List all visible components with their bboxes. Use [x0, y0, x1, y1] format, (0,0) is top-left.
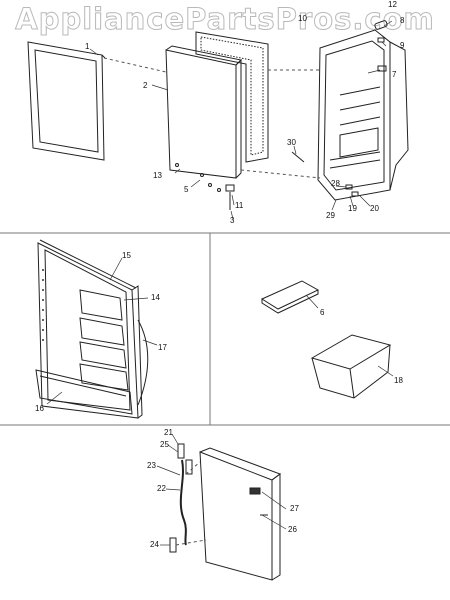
- door-gasket-part: [195, 31, 269, 163]
- leader-lines-middle-left: [46, 257, 158, 405]
- callouts-top: 1 2 13 5 11 3 10 12 8 9 7 30 28 29 19 20: [85, 0, 405, 225]
- callout-6: 6: [320, 308, 325, 317]
- callout-14: 14: [151, 293, 160, 302]
- callout-8: 8: [400, 16, 405, 25]
- callout-13: 13: [153, 171, 162, 180]
- callouts-middle-left: 15 14 17 16: [35, 251, 167, 413]
- callout-1: 1: [85, 42, 90, 51]
- callout-21: 21: [164, 428, 173, 437]
- leader-lines-top: [89, 20, 393, 220]
- callout-15: 15: [122, 251, 131, 260]
- crisper-bin-part: [310, 334, 392, 399]
- alignment-lines: [103, 57, 321, 179]
- callout-19: 19: [348, 204, 357, 213]
- callout-5: 5: [184, 185, 189, 194]
- callout-23: 23: [147, 461, 156, 470]
- freezer-door-part: [199, 447, 282, 581]
- callout-30: 30: [287, 138, 296, 147]
- callouts-middle-right: 6 18: [320, 308, 403, 385]
- callout-3: 3: [230, 216, 235, 225]
- callout-24: 24: [150, 540, 159, 549]
- callout-18: 18: [394, 376, 403, 385]
- callout-22: 22: [157, 484, 166, 493]
- door-panel-part: [165, 45, 243, 179]
- handle-alignment-lines: [175, 461, 207, 546]
- callout-9: 9: [400, 41, 405, 50]
- leader-lines-bottom: [156, 433, 287, 546]
- door-frame-part: [27, 41, 106, 161]
- leader-lines-middle-right: [305, 294, 394, 377]
- handle-parts: [169, 443, 193, 553]
- callout-12: 12: [388, 0, 397, 9]
- callout-26: 26: [288, 525, 297, 534]
- callout-20: 20: [370, 204, 379, 213]
- cabinet-part: [317, 29, 409, 201]
- callout-27: 27: [290, 504, 299, 513]
- callout-7: 7: [392, 70, 397, 79]
- callout-16: 16: [35, 404, 44, 413]
- callouts-bottom: 21 25 23 22 24 27 26: [147, 428, 299, 549]
- shelf-tray-part: [260, 280, 320, 314]
- callout-17: 17: [158, 343, 167, 352]
- callout-25: 25: [160, 440, 169, 449]
- callout-11: 11: [235, 201, 244, 210]
- callout-29: 29: [326, 211, 335, 220]
- callout-2: 2: [143, 81, 148, 90]
- hinge-parts: [175, 20, 388, 210]
- inner-door-assembly: [35, 239, 149, 419]
- callout-28: 28: [331, 179, 340, 188]
- callout-10: 10: [298, 14, 307, 23]
